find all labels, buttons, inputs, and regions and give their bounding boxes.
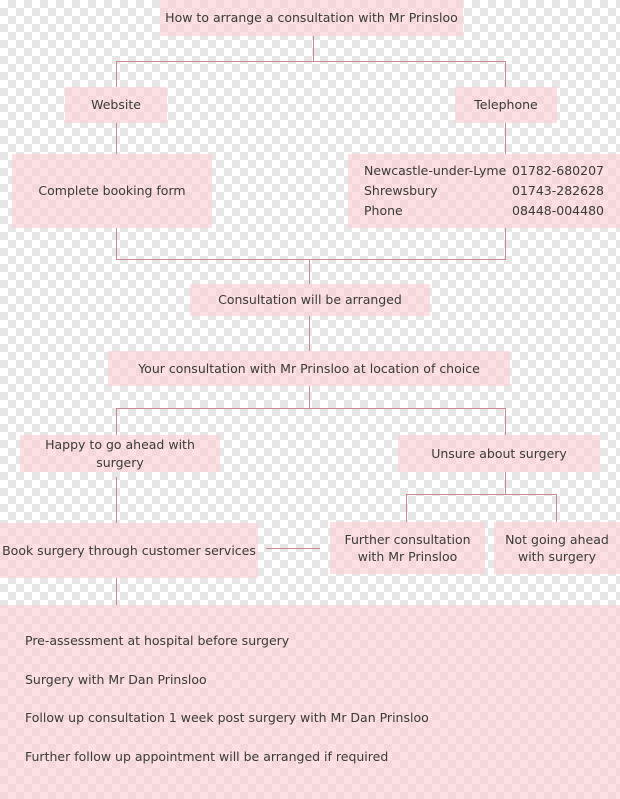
- not-going-ahead-box: Not going ahead with surgery: [494, 522, 620, 574]
- phone-location: Phone: [364, 203, 403, 218]
- connector-split-unsure: [406, 494, 557, 495]
- title-text: How to arrange a consultation with Mr Pr…: [165, 10, 458, 26]
- further-consultation-box: Further consultation with Mr Prinsloo: [330, 522, 485, 574]
- step-item: Pre-assessment at hospital before surger…: [25, 633, 290, 648]
- consultation-location-text: Your consultation with Mr Prinsloo at lo…: [138, 360, 480, 376]
- happy-box: Happy to go ahead with surgery: [20, 435, 220, 472]
- phone-row: Phone 08448-004480: [364, 201, 604, 221]
- website-box: Website: [65, 87, 167, 123]
- phone-number: 01743-282628: [512, 183, 604, 198]
- connector-to-further: [406, 494, 407, 522]
- not-going-ahead-text: Not going ahead with surgery: [505, 531, 609, 565]
- connector-further-to-book: [266, 548, 320, 549]
- connector-merge-to-arranged: [309, 259, 310, 284]
- step-item: Further follow up appointment will be ar…: [25, 749, 389, 765]
- connector-merge: [116, 259, 506, 260]
- connector-to-not-going: [556, 494, 557, 522]
- phone-numbers-box: Newcastle-under-Lyme 01782-680207 Shrews…: [348, 154, 620, 228]
- booking-form-box: Complete booking form: [12, 154, 212, 228]
- connector-to-happy: [116, 408, 117, 435]
- consultation-arranged-text: Consultation will be arranged: [218, 292, 402, 308]
- book-surgery-text: Book surgery through customer services: [2, 542, 256, 558]
- connector-book-to-steps: [116, 578, 117, 605]
- phone-number: 08448-004480: [512, 203, 604, 218]
- happy-text: Happy to go ahead with surgery: [45, 437, 195, 470]
- unsure-box: Unsure about surgery: [398, 435, 600, 472]
- connector-numbers-down: [505, 228, 506, 260]
- connector-title-down: [313, 36, 314, 61]
- consultation-location-box: Your consultation with Mr Prinsloo at lo…: [108, 351, 510, 386]
- telephone-box: Telephone: [455, 87, 557, 123]
- website-label: Website: [91, 97, 141, 113]
- connector-to-website: [116, 61, 117, 87]
- connector-split-top: [116, 61, 506, 62]
- book-surgery-box: Book surgery through customer services: [0, 523, 258, 578]
- phone-number: 01782-680207: [512, 163, 604, 178]
- title-box: How to arrange a consultation with Mr Pr…: [160, 0, 463, 36]
- connector-split-decision: [116, 408, 506, 409]
- consultation-arranged-box: Consultation will be arranged: [190, 284, 430, 316]
- step-item: Surgery with Mr Dan Prinsloo: [25, 671, 207, 687]
- connector-telephone-to-numbers: [505, 123, 506, 154]
- connector-to-telephone: [505, 61, 506, 87]
- connector-unsure-down: [505, 472, 506, 494]
- unsure-text: Unsure about surgery: [431, 445, 567, 461]
- telephone-label: Telephone: [474, 97, 538, 113]
- connector-happy-to-book: [116, 477, 117, 523]
- phone-row: Shrewsbury 01743-282628: [364, 181, 604, 201]
- phone-location: Newcastle-under-Lyme: [364, 163, 507, 178]
- further-consultation-text: Further consultation with Mr Prinsloo: [344, 531, 471, 565]
- booking-form-text: Complete booking form: [38, 183, 186, 199]
- connector-website-to-form: [116, 123, 117, 154]
- surgery-steps-panel: Pre-assessment at hospital before surger…: [0, 605, 620, 799]
- phone-location: Shrewsbury: [364, 183, 438, 198]
- connector-form-down: [116, 228, 117, 260]
- connector-consultation-down: [309, 386, 310, 408]
- connector-to-unsure: [505, 408, 506, 435]
- step-item: Follow up consultation 1 week post surge…: [25, 710, 429, 726]
- phone-row: Newcastle-under-Lyme 01782-680207: [364, 161, 604, 181]
- connector-arranged-to-consultation: [309, 316, 310, 351]
